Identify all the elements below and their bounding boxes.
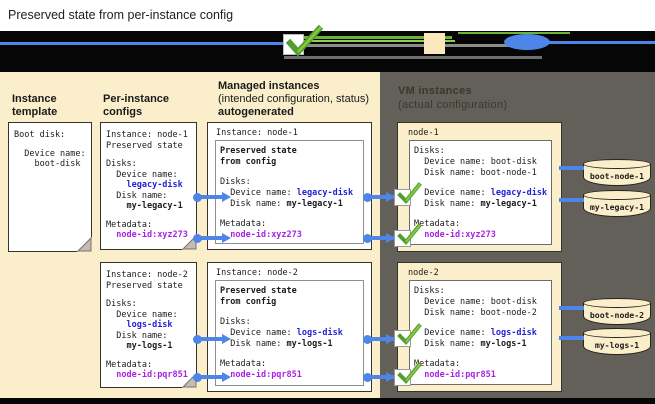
vm-config-inner-box: Disks: Device name: boot-disk Disk name:… <box>409 140 552 245</box>
disk-cylinder-icon: boot-node-2 <box>583 298 651 325</box>
connector-line <box>200 195 224 199</box>
connector-line <box>370 375 394 379</box>
disk-connector-line <box>559 306 584 310</box>
legend-blue-line-right <box>544 41 655 44</box>
connector-line <box>200 337 224 341</box>
legend-reference-arrow-icon <box>504 34 550 50</box>
instance-template-box: Boot disk: Device name: boot-disk <box>8 122 93 253</box>
page-curl-icon <box>180 233 198 251</box>
status-applied-check-icon <box>394 323 422 347</box>
disk-label: boot-node-2 <box>589 310 645 320</box>
arrowhead-icon <box>386 334 395 344</box>
connector-dot <box>193 193 202 202</box>
legend-green-streak-2 <box>300 40 455 42</box>
managed-instance-title: Instance: node-2 <box>216 268 298 278</box>
connector-line <box>370 195 394 199</box>
bottom-strip <box>0 398 655 404</box>
vm-instance-node-1: node-1 Disks: Device name: boot-disk Dis… <box>397 122 562 252</box>
status-applied-check-icon <box>394 182 422 206</box>
arrowhead-icon <box>222 233 231 243</box>
vm-instance-title: node-2 <box>408 268 439 278</box>
arrowhead-icon <box>386 372 395 382</box>
managed-instance-title: Instance: node-1 <box>216 128 298 138</box>
connector-dot <box>193 373 202 382</box>
connector-line <box>200 375 224 379</box>
arrowhead-icon <box>222 334 231 344</box>
arrowhead-icon <box>386 233 395 243</box>
status-applied-check-icon <box>394 223 422 247</box>
column-header-managed-instances: Managed instances (intended configuratio… <box>218 80 370 118</box>
connector-dot <box>363 335 372 344</box>
vm-config-inner-box: Disks: Device name: boot-disk Disk name:… <box>409 280 552 385</box>
legend-green-line-right <box>458 32 570 34</box>
vm-instance-title: node-1 <box>408 128 439 138</box>
connector-dot <box>363 234 372 243</box>
arrowhead-icon <box>222 192 231 202</box>
connector-dot <box>193 234 202 243</box>
vm-instance-node-2: node-2 Disks: Device name: boot-disk Dis… <box>397 262 562 392</box>
disk-cylinder-icon: my-logs-1 <box>583 328 651 355</box>
connector-dot <box>193 335 202 344</box>
disk-cylinder-icon: my-legacy-1 <box>583 190 651 217</box>
legend-preserved-state-swatch-icon <box>424 33 445 54</box>
legend-gray-streak-2 <box>284 56 542 59</box>
disk-connector-line <box>559 166 584 170</box>
legend-blue-line-left <box>0 42 285 45</box>
disk-cylinder-icon: boot-node-1 <box>583 159 651 186</box>
connector-dot <box>363 373 372 382</box>
connector-dot <box>363 193 372 202</box>
page-title: Preserved state from per-instance config <box>8 8 234 22</box>
title-bar: Preserved state from per-instance config <box>0 0 655 31</box>
connector-line <box>370 337 394 341</box>
disk-label: my-logs-1 <box>594 340 640 350</box>
legend-green-streak <box>302 36 452 39</box>
disk-label: boot-node-1 <box>589 171 645 181</box>
status-applied-check-icon <box>394 362 422 386</box>
legend-gray-streak <box>300 44 522 47</box>
connector-line <box>370 236 394 240</box>
page-curl-icon <box>75 235 93 253</box>
disk-connector-line <box>559 336 584 340</box>
arrowhead-icon <box>222 372 231 382</box>
column-header-instance-template: Instance template <box>12 93 58 118</box>
legend-status-check-icon <box>283 24 324 57</box>
disk-label: my-legacy-1 <box>589 202 645 212</box>
column-header-per-instance-configs: Per-instance configs <box>103 93 170 118</box>
connector-line <box>200 236 224 240</box>
column-header-vm-instances: VM instances (actual configuration) <box>398 85 508 111</box>
disk-connector-line <box>559 198 584 202</box>
arrowhead-icon <box>386 192 395 202</box>
